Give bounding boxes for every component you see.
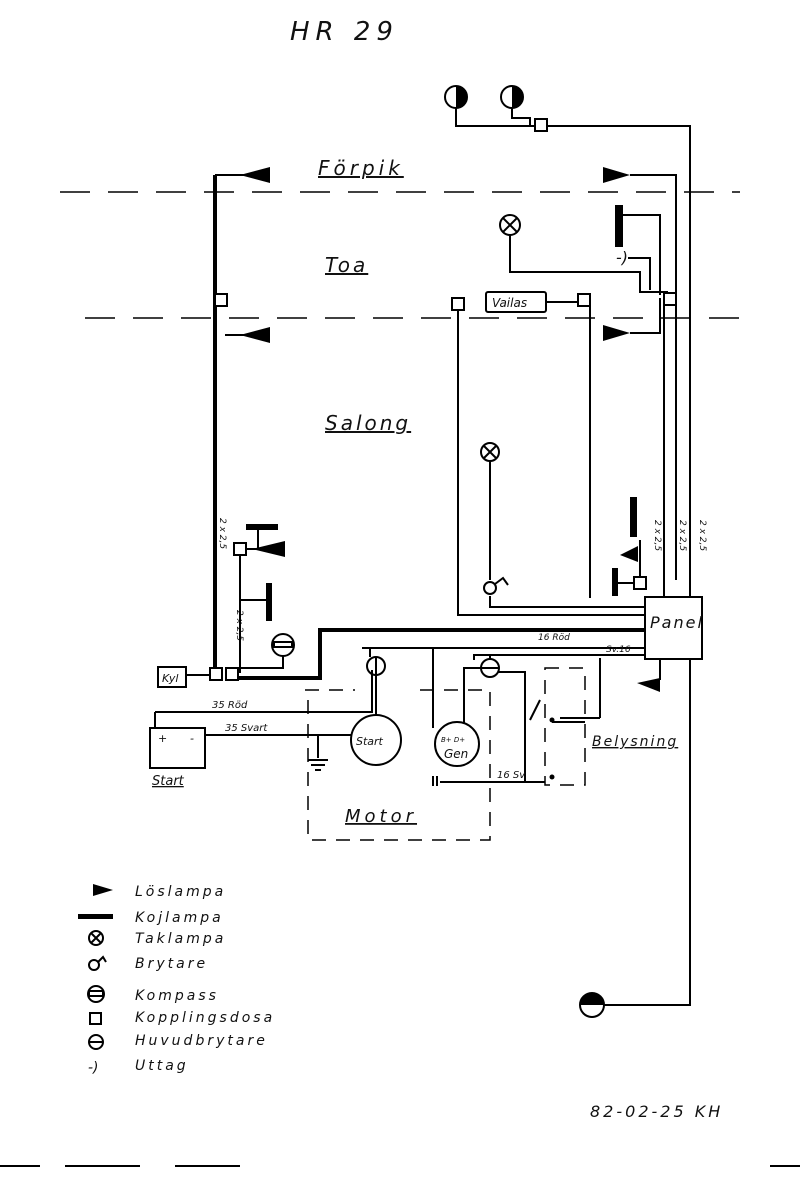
bunk-lamp-icon (630, 497, 637, 537)
vattas-label: Vailas (492, 296, 527, 310)
main-switch-icon (366, 656, 386, 676)
reading-lamp-icon (252, 541, 285, 557)
legend-label: Brytare (135, 956, 208, 972)
ceiling-lamp-icon (480, 442, 500, 462)
legend-label: Taklampa (135, 931, 226, 947)
bunk-lamp-icon (615, 205, 623, 247)
generator (434, 721, 480, 767)
bunk-lamp-icon (612, 568, 618, 596)
legend-label: Kopplingsdosa (135, 1010, 275, 1026)
battery-minus: - (190, 732, 194, 745)
outlet-icon (500, 85, 524, 109)
legend-label: Uttag (135, 1058, 189, 1074)
main-switch-icon (480, 658, 500, 678)
reading-lamp-icon (603, 325, 630, 341)
outlet-icon: -) (88, 1060, 99, 1076)
wire-label: 16 Röd (538, 633, 570, 643)
legend-label: Löslampa (135, 884, 226, 900)
outlet-icon (444, 85, 468, 109)
legend-label: Kojlampa (135, 910, 224, 926)
zone-label-engine: Motor (345, 806, 417, 827)
bunk-lamp-icon (266, 583, 272, 621)
reading-lamp-icon (240, 167, 270, 183)
junction-box-icon (633, 576, 647, 590)
panel-box[interactable] (644, 596, 703, 660)
bunk-lamp-icon (246, 524, 278, 530)
ceiling-lamp-icon (88, 930, 104, 946)
reading-lamp-icon (240, 327, 270, 343)
reading-lamp-icon (637, 678, 660, 692)
battery (149, 727, 206, 769)
junction-box-icon (209, 667, 223, 681)
switch-icon (88, 955, 107, 971)
date-signature: 82-02-25 KH (590, 1102, 723, 1121)
compass-icon (271, 633, 295, 657)
junction-box-icon (89, 1012, 102, 1025)
junction-box-icon (214, 293, 228, 307)
junction-box-icon (663, 292, 677, 306)
junction-box-icon (451, 297, 465, 311)
wire-label: 16 Sv (497, 770, 526, 781)
main-switch-icon (88, 1034, 104, 1050)
ceiling-lamp-icon (499, 214, 521, 236)
fridge-box (157, 666, 187, 688)
wire-label: Sv.16 (606, 645, 631, 655)
starter-motor (350, 714, 402, 766)
ground-icon (308, 759, 328, 771)
cable-label: 2 x 2,5 (652, 520, 662, 551)
cable-label: 2 x 2,5 (217, 518, 227, 549)
fridge-label: Kyl (162, 672, 178, 685)
battery-plus: + (158, 732, 167, 745)
zone-label-toilet: Toa (325, 253, 368, 277)
bunk-lamp-icon (78, 914, 113, 919)
starter-label: Start (356, 735, 384, 748)
outlet-icon (579, 992, 605, 1018)
cable-label: 2 x 2,5 (677, 520, 687, 551)
junction-box-icon (534, 118, 548, 132)
zone-label-forepeak: Förpik (318, 156, 404, 180)
panel-label: Panel (650, 613, 704, 632)
battery-label: Start (152, 774, 185, 789)
reading-lamp-icon (620, 546, 638, 562)
compass-icon (87, 985, 105, 1003)
legend-label: Huvudbrytare (135, 1033, 268, 1049)
lighting-label: Belysning (592, 734, 678, 750)
wire-label: 35 Röd (212, 700, 248, 711)
junction-box-icon (233, 542, 247, 556)
legend-label: Kompass (135, 988, 219, 1004)
outlet-icon: -) (616, 248, 628, 267)
reading-lamp-icon (93, 884, 113, 896)
cable-label: 2 x 2,5 (697, 520, 707, 551)
junction-box-icon (225, 667, 239, 681)
junction-box-icon (577, 293, 591, 307)
zone-label-saloon: Salong (325, 411, 411, 435)
reading-lamp-icon (603, 167, 630, 183)
generator-terminals: B+ D+ (441, 736, 465, 744)
legend: Löslampa Kojlampa Taklampa Brytare Kompa… (78, 884, 275, 1076)
wire-label: 35 Svart (225, 723, 268, 734)
switch-icon (483, 576, 509, 595)
diagram-title: HR 29 (290, 17, 399, 47)
generator-label: Gen (444, 747, 468, 761)
